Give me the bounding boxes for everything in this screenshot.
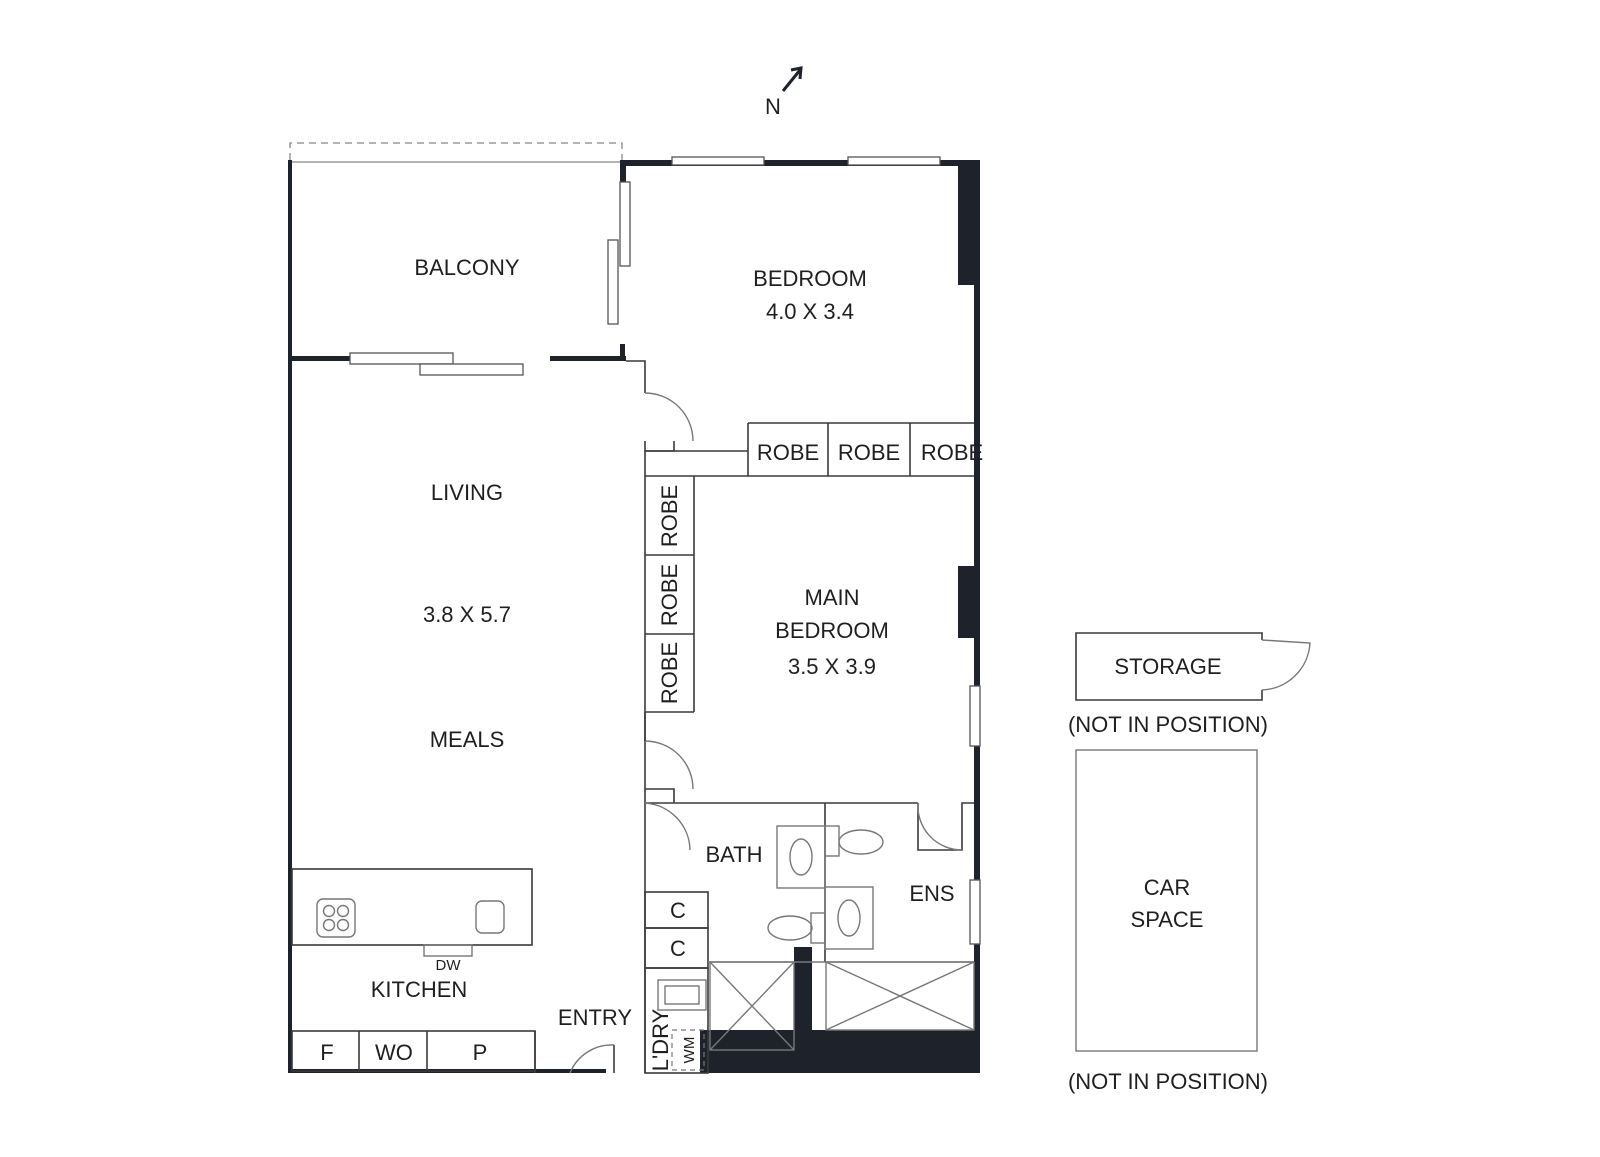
ens-label: ENS	[909, 881, 954, 906]
robe-label: ROBE	[838, 440, 900, 465]
laundry-label: L'DRY	[648, 1008, 673, 1071]
car-space-label-1: CAR	[1144, 875, 1190, 900]
compass-label: N	[765, 94, 781, 119]
pantry-label: P	[473, 1040, 488, 1065]
storage-note: (NOT IN POSITION)	[1068, 712, 1268, 737]
bath-label: BATH	[705, 842, 762, 867]
robe-label: ROBE	[657, 642, 682, 704]
car-space-outline	[1075, 749, 1258, 1052]
living-label: LIVING	[431, 480, 503, 505]
ens-toilet	[824, 825, 884, 857]
bath-vanity	[776, 825, 826, 889]
washing-machine-label: WM	[681, 1037, 698, 1064]
robe-label: ROBE	[657, 485, 682, 547]
bedroom-dims: 4.0 X 3.4	[766, 299, 854, 324]
living-dims: 3.8 X 5.7	[423, 602, 511, 627]
laundry-trough	[657, 979, 707, 1011]
robe-label: ROBE	[921, 440, 983, 465]
bedroom-label: BEDROOM	[753, 266, 867, 291]
robe-label: ROBE	[757, 440, 819, 465]
wall-oven-label: WO	[375, 1040, 413, 1065]
fridge-label: F	[320, 1040, 333, 1065]
balcony-overhang	[289, 142, 623, 160]
cupboard-label: C	[670, 898, 686, 923]
kitchen-island	[291, 868, 533, 957]
shower-ens	[825, 961, 975, 1031]
balcony-sliding-door[interactable]	[349, 181, 631, 376]
door-swings	[534, 392, 963, 1074]
windows	[671, 156, 981, 945]
main-bedroom-dims: 3.5 X 3.9	[788, 654, 876, 679]
kitchen-label: KITCHEN	[371, 977, 468, 1002]
shower-bath	[709, 961, 795, 1051]
main-bedroom-label-1: MAIN	[805, 585, 860, 610]
robe-label: ROBE	[657, 564, 682, 626]
dishwasher-label: DW	[436, 957, 462, 974]
kitchen-units	[291, 1030, 536, 1072]
cupboard-label: C	[670, 936, 686, 961]
ens-vanity	[824, 886, 874, 950]
exterior-walls	[288, 160, 980, 1073]
balcony-label: BALCONY	[414, 255, 519, 280]
storage-unit	[1075, 632, 1311, 701]
meals-label: MEALS	[430, 727, 505, 752]
main-bedroom-label-2: BEDROOM	[775, 618, 889, 643]
storage-label: STORAGE	[1114, 654, 1221, 679]
entry-label: ENTRY	[558, 1005, 632, 1030]
bath-toilet	[767, 912, 826, 944]
car-space-label-2: SPACE	[1131, 907, 1204, 932]
car-space-note: (NOT IN POSITION)	[1068, 1069, 1268, 1094]
north-arrow-icon	[781, 66, 803, 92]
